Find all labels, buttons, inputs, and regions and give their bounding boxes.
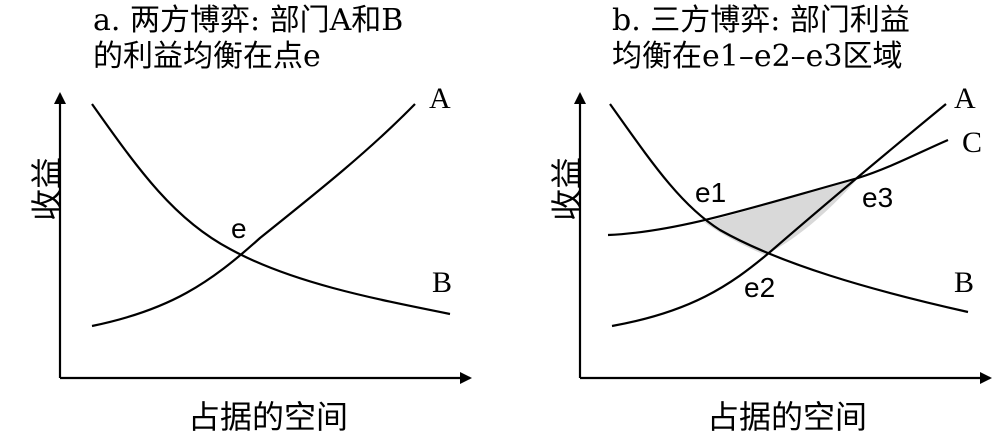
panel-a-title-line1: a. 两方博弈: 部门A和B [93, 3, 403, 38]
panel-b-curve-c [607, 138, 949, 237]
panel-b-title-line1: b. 三方博弈: 部门利益 [612, 3, 910, 38]
panel-b-curve-a-label: A [954, 82, 976, 115]
panel-b-point-e3-label: e3 [862, 182, 893, 213]
panel-b-curve-b [609, 103, 969, 314]
panel-a-title-line2: 的利益均衡在点e [93, 39, 321, 74]
panel-b-curve-b-label: B [954, 266, 974, 299]
panel-a-curve-b-label: B [432, 266, 452, 299]
panel-a-point-e-label: e [231, 213, 247, 244]
panel-b-point-e1-label: e1 [695, 177, 726, 208]
panel-b-x-axis-title: 占据的空间 [707, 398, 867, 436]
panel-b: b. 三方博弈: 部门利益 均衡在e1–e2–e3区域 A C B e1 e2 … [548, 3, 992, 436]
panel-b-curve-a [611, 103, 947, 328]
panel-b-title-line2: 均衡在e1–e2–e3区域 [612, 39, 903, 74]
panel-a-curve-a [91, 103, 416, 328]
panel-b-y-axis-title: 收益 [548, 157, 586, 221]
panel-a: a. 两方博弈: 部门A和B 的利益均衡在点e A B e 收益 占据的空间 [28, 3, 472, 436]
panel-a-x-axis-title: 占据的空间 [188, 398, 348, 436]
panel-b-point-e2-label: e2 [744, 272, 775, 303]
panel-b-equilibrium-region [704, 178, 858, 255]
panel-a-curve-a-label: A [429, 82, 451, 115]
panel-b-curve-c-label: C [962, 126, 982, 159]
panel-a-y-axis-title: 收益 [28, 157, 66, 221]
panel-a-curve-b [91, 103, 451, 316]
